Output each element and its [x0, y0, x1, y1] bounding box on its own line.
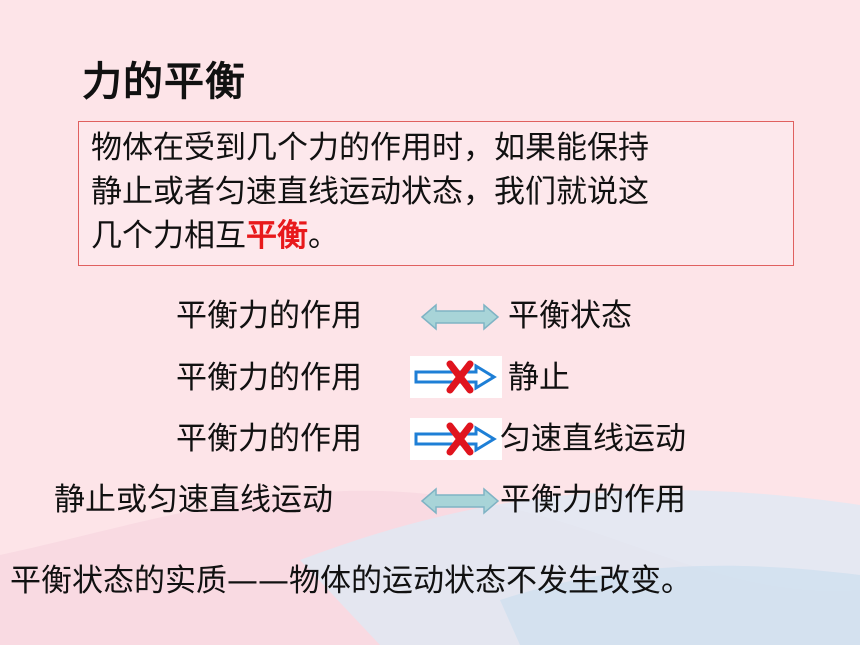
- highlight-term: 平衡: [246, 218, 308, 254]
- crossed-arrow-icon: [410, 356, 502, 398]
- relation-1-right: 平衡状态: [508, 298, 632, 334]
- double-arrow-icon: [420, 487, 500, 515]
- definition-line-3-prefix: 几个力相互: [91, 218, 246, 254]
- slide-title: 力的平衡: [82, 59, 246, 105]
- relation-2-left: 平衡力的作用: [176, 360, 362, 396]
- definition-line-2: 静止或者匀速直线运动状态，我们就说这: [91, 174, 649, 210]
- relation-3-right: 匀速直线运动: [500, 421, 686, 457]
- double-arrow-icon: [420, 303, 500, 331]
- relation-4-right: 平衡力的作用: [500, 482, 686, 518]
- definition-box: 物体在受到几个力的作用时，如果能保持 静止或者匀速直线运动状态，我们就说这 几个…: [78, 121, 794, 266]
- definition-line-1: 物体在受到几个力的作用时，如果能保持: [91, 130, 649, 166]
- relation-1-left: 平衡力的作用: [176, 298, 362, 334]
- definition-line-3: 几个力相互平衡。: [91, 216, 339, 256]
- conclusion-text: 平衡状态的实质——物体的运动状态不发生改变。: [10, 563, 692, 599]
- definition-line-3-suffix: 。: [308, 218, 339, 254]
- relation-2-right: 静止: [508, 360, 570, 396]
- relation-3-left: 平衡力的作用: [176, 421, 362, 457]
- relation-4-left: 静止或匀速直线运动: [54, 482, 333, 518]
- crossed-arrow-icon: [410, 418, 502, 460]
